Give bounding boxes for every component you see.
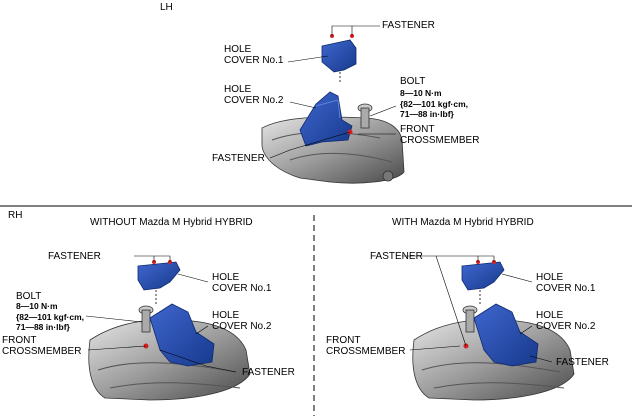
lh-bolt-torque-label: 8—10 N·m{82—101 kgf·cm,71—88 in·lbf} bbox=[400, 88, 469, 119]
rh-left-bolt-label: BOLT bbox=[16, 291, 42, 302]
lh-crossmember-part bbox=[261, 103, 405, 184]
rh-right-hole-cover-2-part bbox=[473, 303, 539, 367]
rh-right-hole-cover-1-part bbox=[461, 261, 505, 304]
lh-hole-cover-2-part bbox=[299, 91, 353, 147]
rh-left-bolt-torque-label: 8—10 N·m{82—101 kgf·cm,71—88 in·lbf} bbox=[16, 301, 85, 332]
lh-fastener-bottom-label: FASTENER bbox=[212, 153, 265, 164]
rh-left-hole-cover-1-part bbox=[137, 261, 181, 304]
rh-left-panel-heading: WITHOUT Mazda M Hybrid HYBRID bbox=[90, 217, 253, 228]
rh-left-hole-cover-2-part bbox=[149, 303, 215, 367]
rh-left-fastener-bottom-label: FASTENER bbox=[242, 367, 295, 378]
rh-left-leader-lines bbox=[85, 255, 237, 373]
rh-right-fastener-top-label: FASTENER bbox=[370, 251, 423, 262]
rh-left-fastener-top-label: FASTENER bbox=[48, 251, 101, 262]
rh-right-leader-lines bbox=[402, 255, 553, 363]
lh-fastener-top-label: FASTENER bbox=[382, 20, 435, 31]
lh-bolt-label: BOLT bbox=[400, 76, 426, 87]
lh-hole-cover-1-part bbox=[321, 39, 357, 84]
lh-section-label: LH bbox=[160, 2, 173, 13]
rh-section-label: RH bbox=[8, 210, 23, 221]
lh-leader-lines bbox=[269, 25, 397, 159]
rh-right-panel-heading: WITH Mazda M Hybrid HYBRID bbox=[392, 217, 534, 228]
rh-right-fastener-bottom-label: FASTENER bbox=[556, 357, 609, 368]
